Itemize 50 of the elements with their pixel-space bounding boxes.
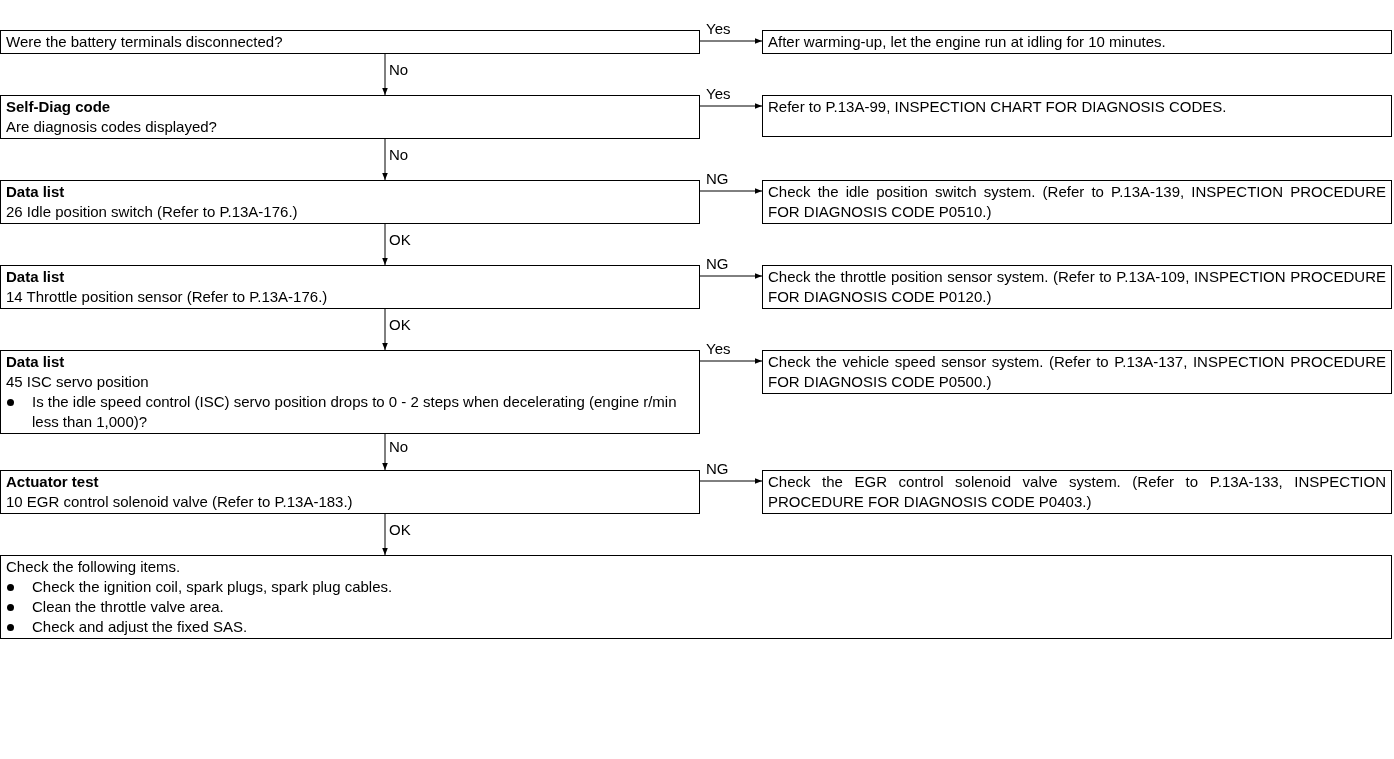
step-box [0,180,700,224]
step-heading: Actuator test [6,472,100,492]
edge-label: NG [706,254,729,274]
arrow [699,103,763,109]
step-box [0,555,1392,639]
bullet-text: Check and adjust the fixed SAS. [32,617,248,637]
edge-label: OK [389,519,411,540]
step-text: 26 Idle position switch (Refer to P.13A-176.) [6,202,299,222]
arrow [699,358,763,364]
step-box [0,95,700,139]
step-text: Check the idle position switch system. (Refer to P.13A-139, INSPECTION PROCEDURE FOR DIAGNOSIS CODE P0510.) [768,182,1386,222]
step-heading: Data list [6,267,66,287]
step-box [0,30,700,54]
arrow [699,38,763,44]
step-text: 14 Throttle position sensor (Refer to P.13A-176.) [6,287,329,307]
edge-label: No [389,60,409,80]
bullet-text: Is the idle speed control (ISC) servo position drops to 0 - 2 steps when decelerating (engine r/min less than 1,000)? [32,392,678,432]
edge-label: OK [389,229,411,250]
step-text: Are diagnosis codes displayed? [6,117,218,137]
step-text: Refer to P.13A-99, INSPECTION CHART FOR DIAGNOSIS CODES. [768,97,1228,117]
step-text: 45 ISC servo position [6,372,150,392]
arrow [699,273,763,279]
step-box [0,470,700,514]
arrow [699,478,763,484]
edge-label: Yes [706,19,731,39]
action-box [762,30,1392,54]
step-text: After warming-up, let the engine run at idling for 10 minutes. [768,32,1167,52]
step-text: Check the EGR control solenoid valve system. (Refer to P.13A-133, INSPECTION PROCEDURE FOR DIAGNOSIS CODE P0403.) [768,472,1386,512]
edge-label: NG [706,169,729,189]
edge-label: NG [706,459,729,479]
step-text: 10 EGR control solenoid valve (Refer to P.13A-183.) [6,492,354,512]
step-text: Check the throttle position sensor system. (Refer to P.13A-109, INSPECTION PROCEDURE FOR DIAGNOSIS CODE P0120.) [768,267,1386,307]
edge-label: OK [389,314,411,335]
action-box [762,95,1392,137]
step-text: Were the battery terminals disconnected? [6,32,284,52]
arrow [382,52,388,96]
edge-label: No [389,144,409,165]
step-text: Check the vehicle speed sensor system. (Refer to P.13A-137, INSPECTION PROCEDURE FOR DIAGNOSIS CODE P0500.) [768,352,1386,392]
step-text: Check the following items. [6,557,182,577]
edge-label: No [389,437,409,457]
step-heading: Data list [6,352,66,372]
step-heading: Data list [6,182,66,202]
bullet-text: Clean the throttle valve area. [32,597,224,617]
step-box [0,350,700,434]
arrow [699,188,763,194]
edge-label: Yes [706,339,731,359]
edge-label: Yes [706,84,731,104]
bullet-text: Check the ignition coil, spark plugs, spark plug cables. [32,577,393,597]
step-box [0,265,700,309]
step-heading: Self-Diag code [6,97,112,117]
